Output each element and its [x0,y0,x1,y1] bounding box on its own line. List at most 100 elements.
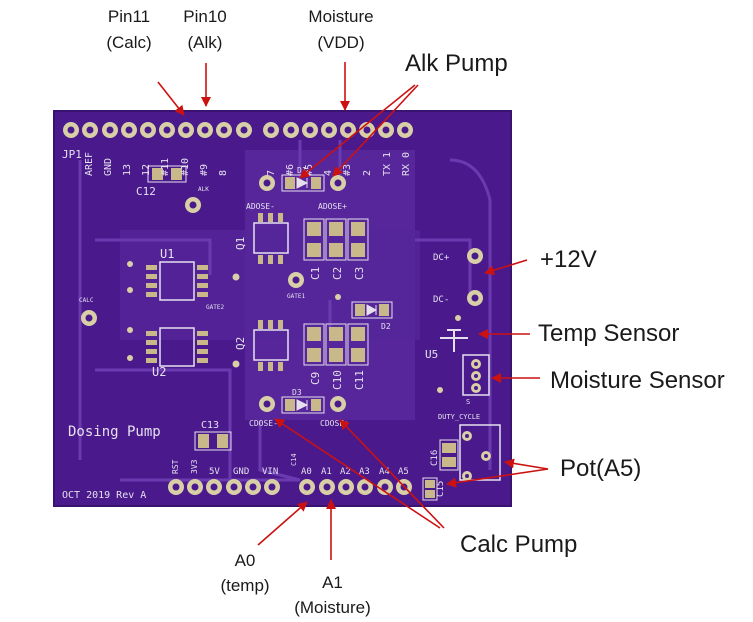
pin-label: 5V [209,467,220,477]
header-pin-hole [67,126,75,134]
arrow-pot-1 [504,458,549,470]
via [335,294,341,300]
cap-c16-body [439,439,459,471]
ref-d2: D2 [381,322,391,331]
cap-c13-body [194,431,232,451]
callout-pin10-line1: Pin10 [183,7,227,26]
ref-dc-minus: DC- [433,295,449,305]
via [232,273,240,281]
ref-c14: C14 [290,453,298,466]
header-pin-hole [201,126,209,134]
arrow-calc-pump-2 [339,419,445,529]
header-pin-hole [240,126,248,134]
pin-label: A2 [340,467,351,477]
diode-d2-pad1 [355,304,365,316]
cap-c15-body [422,477,438,501]
callout-pot: Pot(A5) [560,455,642,482]
ref-c2: C2 [331,267,344,280]
ref-c3: C3 [353,267,366,280]
cap-c10-outline [325,323,347,366]
callout-a1-line1: A1 [322,573,343,592]
header-pin-hole [361,483,369,491]
ref-d3: D3 [292,388,302,397]
cap-c2-pad [329,243,343,257]
callout-a0-line1: A0 [234,551,256,570]
via [127,355,133,361]
header-pin-hole [191,483,199,491]
moisture-connector-outline [462,354,490,396]
ground-pour [120,150,420,420]
callout-pin10-line2: (Alk) [187,33,223,52]
diode-d2-body [351,301,393,319]
ref-calc: CALC [79,297,94,304]
pin-label: VIN [262,467,278,477]
callout-calc-pump: Calc Pump [460,531,578,558]
ic-u1-pin [197,283,208,288]
arrow-calc-pump-1 [274,418,441,529]
callout-moisture-vdd-line2: (VDD) [317,33,365,52]
pin-label: #3 [342,164,353,176]
pin-label: 8 [218,170,229,176]
cap-c2-outline [325,218,347,261]
header-pin-hole [163,126,171,134]
board-revision: OCT 2019 Rev A [62,490,146,501]
pin-label: 3V3 [190,459,199,474]
via [127,287,133,293]
ref-cdose-minus: CDOSE- [249,419,278,428]
ref-adose-minus: ADOSE- [246,202,275,211]
cap-c10-pad [329,348,343,362]
pin-label: #6 [285,164,296,176]
callout-temp-sensor: Temp Sensor [538,320,680,347]
arrow-a0 [257,501,308,546]
ic-u2-pin [197,358,208,363]
via [127,261,133,267]
header-pin-hole [342,483,350,491]
header-pin-hole [144,126,152,134]
ref-s: S [466,398,470,406]
temp-sensor-u5-outline [440,329,468,352]
ic-u1-pin [197,265,208,270]
ref-gate2: GATE2 [206,304,224,311]
ref-adose-plus: ADOSE+ [318,202,347,211]
callout-pin11: Pin11 (Calc) [98,4,160,56]
ref-c12: C12 [136,185,156,198]
pin-label: A3 [359,467,370,477]
header-pin-hole [381,483,389,491]
cap-c15-pad [425,480,435,488]
arrow-pin11 [157,81,185,116]
cap-c3-outline [347,218,369,261]
ic-u1-pin [146,274,157,279]
cap-c11-outline [347,323,369,366]
ref-c10: C10 [331,370,344,390]
header-pin-hole [323,483,331,491]
cap-c3-pad [351,222,365,236]
callout-moisture-sensor: Moisture Sensor [550,367,725,394]
mosfet-q1-pin [278,213,283,222]
cap-c3-pad [351,243,365,257]
pin-label: 12 [141,164,152,176]
jp1-label: JP1 [62,148,82,161]
header-pin-hole [306,126,314,134]
diode-d3-body [281,396,325,414]
board-title: Dosing Pump [68,424,161,440]
cap-c16-pad2 [442,457,456,467]
header-pin-hole [106,126,114,134]
callout-pin11-line2: (Calc) [106,33,152,52]
mosfet-q2-pin [268,320,273,329]
ic-u2-pin [146,331,157,336]
callout-pin11-line1: Pin11 [107,7,151,26]
pin-label: GND [103,158,114,176]
diode-d1-symbol [296,177,309,189]
header-pin-hole [382,126,390,134]
diode-d3-pad1 [285,399,295,411]
ic-u2-pin [197,340,208,345]
mosfet-q2-pin [258,320,263,329]
ref-q2: Q2 [234,337,247,350]
cap-c10-pad [329,327,343,341]
header-pin-hole [401,126,409,134]
diode-d1-pad1 [285,177,295,189]
annotation-arrows [157,62,549,560]
ref-dc-plus: DC+ [433,253,450,263]
